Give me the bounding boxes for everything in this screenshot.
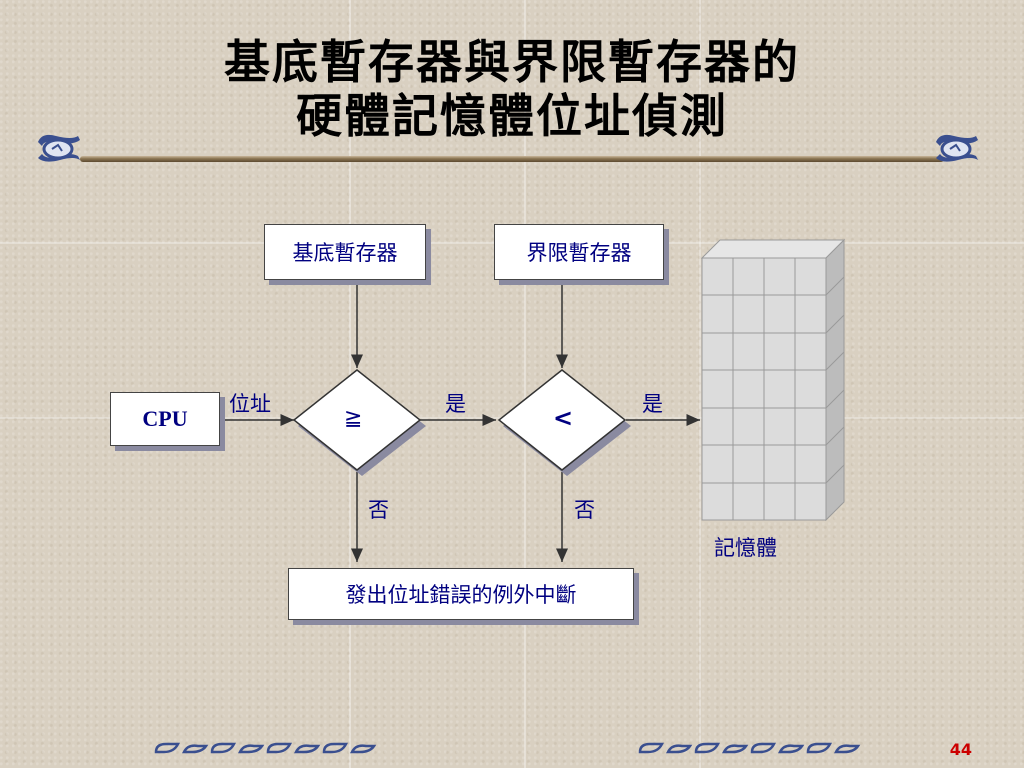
compare-lt-diamond — [497, 369, 627, 471]
footer-ornament-right-icon — [638, 742, 861, 754]
slide-title-line-1: 基底暫存器與界限暫存器的 — [224, 35, 800, 89]
memory-label: 記憶體 — [714, 536, 777, 560]
no-label-1: 否 — [368, 498, 389, 522]
no-label-2: 否 — [574, 498, 595, 522]
page-number: 44 — [949, 740, 972, 759]
exception-box: 發出位址錯誤的例外中斷 — [288, 568, 634, 620]
memory-block — [700, 238, 846, 522]
limit-register-box: 界限暫存器 — [494, 224, 664, 280]
compare-lt-symbol: < — [553, 404, 574, 432]
address-label: 位址 — [229, 392, 271, 416]
cpu-box: CPU — [110, 392, 220, 446]
footer-ornament-left-icon — [154, 742, 377, 754]
compare-ge-diamond — [292, 369, 422, 471]
title-divider — [80, 156, 944, 162]
slide-title-line-2: 硬體記憶體位址偵測 — [296, 89, 728, 143]
scroll-ornament-left-icon — [38, 134, 80, 162]
compare-ge-symbol: ≧ — [344, 406, 363, 431]
base-register-box: 基底暫存器 — [264, 224, 426, 280]
scroll-ornament-right-icon — [936, 134, 978, 162]
yes-label-1: 是 — [445, 392, 466, 416]
yes-label-2: 是 — [642, 392, 663, 416]
